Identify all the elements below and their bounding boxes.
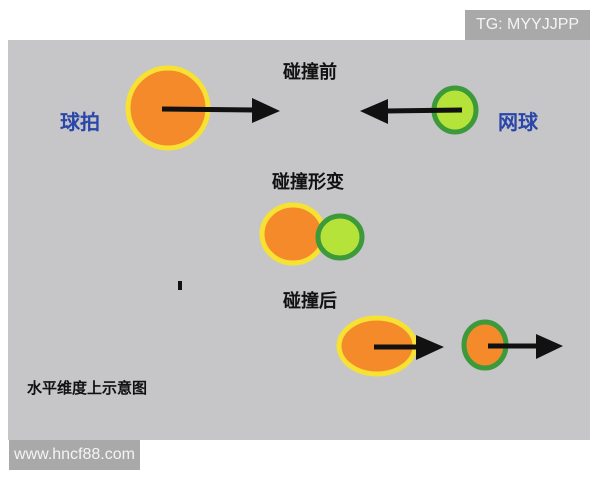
arrow-right-icon: [488, 334, 563, 359]
arrow-left-icon: [360, 99, 463, 124]
caption: 水平维度上示意图: [27, 379, 148, 397]
ball-deform: [315, 213, 365, 261]
watermark-bottom: www.hncf88.com: [9, 440, 140, 470]
racket-label: 球拍: [60, 110, 100, 134]
stage-before-label: 碰撞前: [283, 62, 337, 83]
arrow-right-icon: [374, 335, 444, 360]
stage-deform-label: 碰撞形变: [272, 172, 344, 193]
stage-after-label: 碰撞后: [283, 291, 337, 312]
ball-label: 网球: [498, 110, 538, 134]
arrow-right-icon: [161, 98, 280, 123]
watermark-top: TG: MYYJJPP: [465, 10, 590, 40]
racket-deform: [259, 202, 327, 266]
small-mark: [178, 281, 182, 290]
